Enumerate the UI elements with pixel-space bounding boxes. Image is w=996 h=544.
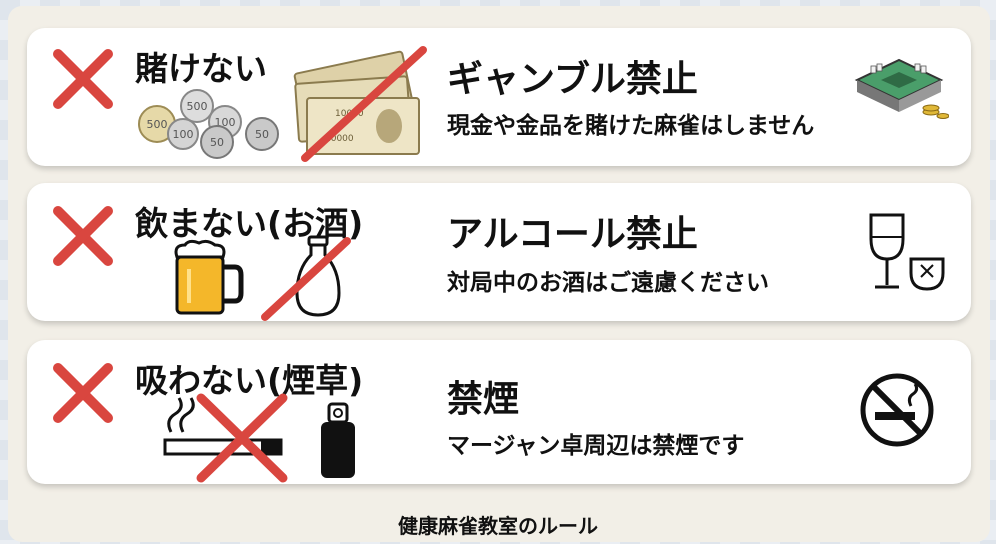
cross-icon [53, 206, 113, 266]
mahjong-table-icon [854, 58, 949, 119]
coin-label: 500 [147, 118, 168, 131]
coins-icon: 500 500 100 100 50 50 [138, 89, 279, 159]
lighter-icon [321, 402, 355, 478]
rule-description: マージャン卓周辺は禁煙です [447, 433, 745, 459]
rule-heading: アルコール禁止 [447, 214, 698, 255]
coin-label: 500 [187, 100, 208, 113]
banknote-value: 10000 [325, 134, 354, 144]
rule-description: 現金や金品を賭けた麻雀はしません [447, 113, 815, 139]
sake-bottle-icon [261, 235, 351, 321]
cross-icon [53, 49, 113, 109]
rule-heading: 禁煙 [447, 379, 520, 420]
coin-label: 50 [255, 128, 269, 141]
cross-icon [53, 363, 113, 423]
rule-heading: ギャンブル禁止 [447, 59, 698, 100]
footer-caption: 健康麻雀教室のルール [398, 514, 598, 538]
rule-card-smoking: 吸わない(煙草) 禁煙 マージャン卓周辺は禁煙です [27, 340, 971, 484]
wine-glass-icon [869, 213, 945, 291]
banknotes-icon: 10000 10000 [293, 46, 427, 162]
rule-title: 賭けない [135, 49, 267, 88]
rule-card-alcohol: 飲まない(お酒) アルコール禁止 対局中のお酒はご遠慮ください [27, 183, 971, 321]
rule-card-gambling: 賭けない 500 500 100 100 50 50 10000 10000 [27, 28, 971, 166]
coin-label: 50 [210, 136, 224, 149]
rule-title: 吸わない(煙草) [135, 361, 364, 400]
no-smoking-icon [860, 373, 934, 447]
cigarette-icon [163, 393, 288, 483]
beer-mug-icon [174, 239, 244, 315]
rule-description: 対局中のお酒はご遠慮ください [447, 270, 769, 296]
coin-label: 100 [173, 128, 194, 141]
